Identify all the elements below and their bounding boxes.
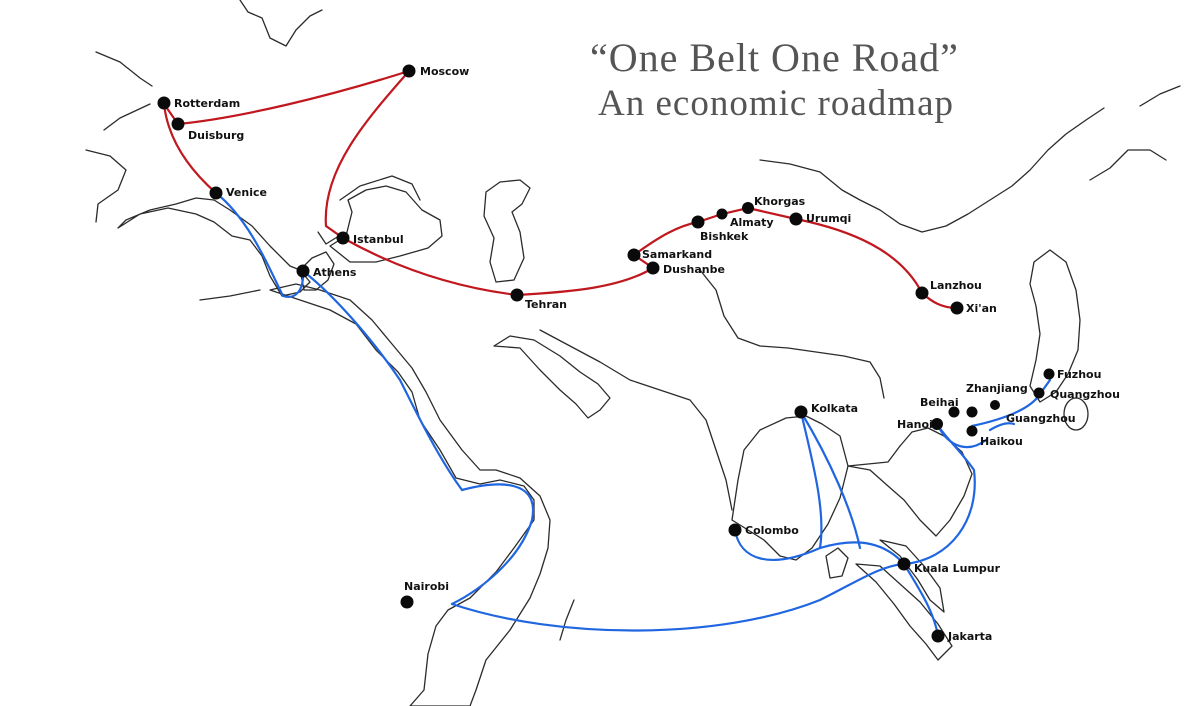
coast-northern-europe	[95, 51, 153, 131]
city-xian[interactable]: Xi'an	[950, 301, 997, 316]
land-india	[731, 415, 849, 561]
route-moscow-istanbul	[324, 69, 411, 240]
route-guangzhou-loop	[988, 422, 1016, 432]
island-sri-lanka	[825, 547, 849, 579]
coast-madagascar	[559, 599, 575, 641]
land-balkans	[299, 251, 335, 291]
city-label-bishkek: Bishkek	[700, 230, 749, 243]
city-fuzhou[interactable]: Fuzhou	[1043, 368, 1102, 381]
cities: Moscow Rotterdam Duisburg Venice Istanbu…	[157, 64, 1120, 644]
city-hanoi[interactable]: Hanoi	[897, 418, 943, 431]
land-indochina	[847, 427, 973, 537]
city-rotterdam[interactable]: Rotterdam	[157, 96, 241, 111]
city-label-dushanbe: Dushanbe	[663, 263, 725, 276]
city-lanzhou[interactable]: Lanzhou	[915, 279, 982, 300]
city-urumqi[interactable]: Urumqi	[789, 212, 852, 226]
coast-korea	[1089, 149, 1167, 181]
city-label-khorgas: Khorgas	[754, 195, 806, 208]
city-guangzhou[interactable]: Guangzhou	[990, 400, 1076, 425]
coast-persian-gulf	[539, 329, 733, 511]
coast-black-sea	[339, 175, 421, 201]
land-arabia	[493, 335, 611, 419]
route-urumqi-lanzhou	[794, 217, 924, 295]
route-africa-kuala-lumpur	[450, 562, 906, 632]
city-bishkek[interactable]: Bishkek	[691, 215, 750, 244]
city-jakarta[interactable]: Jakarta	[931, 629, 993, 644]
route-rotterdam-venice	[162, 102, 218, 195]
city-label-beihai: Beihai	[920, 396, 959, 409]
border-central-asia	[699, 269, 885, 399]
city-label-zhanjiang: Zhanjiang	[966, 382, 1028, 395]
city-label-guangzhou: Guangzhou	[1006, 412, 1076, 425]
city-kolkata[interactable]: Kolkata	[794, 402, 859, 419]
island-taiwan	[1063, 397, 1089, 431]
city-samarkand[interactable]: Samarkand	[627, 248, 713, 262]
city-label-fuzhou: Fuzhou	[1057, 368, 1101, 381]
route-kl-jakarta	[902, 562, 940, 638]
map-subtitle: An economic roadmap	[598, 83, 954, 124]
land-anatolia	[329, 185, 443, 263]
city-dushanbe[interactable]: Dushanbe	[646, 261, 725, 277]
city-label-tehran: Tehran	[525, 298, 567, 311]
city-zhanjiang[interactable]: Zhanjiang	[966, 382, 1028, 418]
route-hanoi-haikou	[935, 422, 988, 449]
city-label-samarkand: Samarkand	[642, 248, 712, 261]
coast-africa-west	[199, 289, 261, 301]
city-label-kuala-lumpur: Kuala Lumpur	[914, 562, 1001, 575]
land-china-coast	[1029, 249, 1081, 403]
route-duisburg-moscow	[176, 69, 411, 126]
city-beihai[interactable]: Beihai	[920, 396, 960, 418]
coast-japan	[1139, 85, 1181, 107]
city-quangzhou[interactable]: Quangzhou	[1033, 387, 1120, 402]
city-haikou[interactable]: Haikou	[966, 425, 1023, 449]
city-nairobi[interactable]: Nairobi	[400, 580, 450, 609]
route-kolkata-kl	[799, 410, 862, 550]
route-kolkata-colombo	[799, 410, 823, 550]
route-venice-athens	[214, 191, 305, 298]
city-almaty[interactable]: Almaty	[716, 208, 774, 230]
city-label-almaty: Almaty	[730, 216, 774, 229]
city-athens[interactable]: Athens	[296, 264, 357, 280]
city-duisburg[interactable]: Duisburg	[171, 117, 245, 143]
city-khorgas[interactable]: Khorgas	[742, 195, 806, 214]
city-colombo[interactable]: Colombo	[728, 523, 800, 538]
city-tehran[interactable]: Tehran	[510, 288, 568, 312]
city-label-rotterdam: Rotterdam	[174, 97, 240, 110]
route-istanbul-tehran	[341, 236, 519, 297]
sea-route	[214, 191, 1052, 638]
land-iberia-italy	[117, 197, 311, 297]
city-label-venice: Venice	[226, 186, 267, 199]
city-label-urumqi: Urumqi	[806, 212, 851, 225]
border-mongolia	[759, 107, 1105, 233]
map-title: “One Belt One Road”	[590, 35, 959, 80]
land-sumatra	[855, 563, 953, 661]
city-label-athens: Athens	[313, 266, 357, 279]
city-label-colombo: Colombo	[745, 524, 799, 537]
city-label-moscow: Moscow	[420, 65, 469, 78]
city-label-nairobi: Nairobi	[404, 580, 449, 593]
city-istanbul[interactable]: Istanbul	[336, 231, 404, 247]
city-label-duisburg: Duisburg	[188, 129, 244, 142]
city-label-quangzhou: Quangzhou	[1050, 388, 1120, 401]
coast-scandinavia	[239, 0, 323, 47]
city-venice[interactable]: Venice	[209, 186, 267, 200]
caspian-sea	[483, 179, 531, 283]
city-label-hanoi: Hanoi	[897, 418, 933, 431]
city-kuala-lumpur[interactable]: Kuala Lumpur	[897, 557, 1001, 576]
city-label-jakarta: Jakarta	[947, 630, 992, 643]
city-label-istanbul: Istanbul	[353, 233, 404, 246]
city-label-lanzhou: Lanzhou	[930, 279, 982, 292]
route-red-sea-nairobi-coast	[450, 483, 535, 606]
city-moscow[interactable]: Moscow	[402, 64, 470, 79]
coast-west-europe	[85, 149, 127, 223]
route-athens-red-sea	[301, 269, 464, 492]
city-label-kolkata: Kolkata	[811, 402, 858, 415]
route-bishkek-khorgas	[696, 206, 798, 224]
city-label-xian: Xi'an	[966, 302, 997, 315]
city-label-haikou: Haikou	[980, 435, 1023, 448]
land-route	[162, 69, 959, 310]
